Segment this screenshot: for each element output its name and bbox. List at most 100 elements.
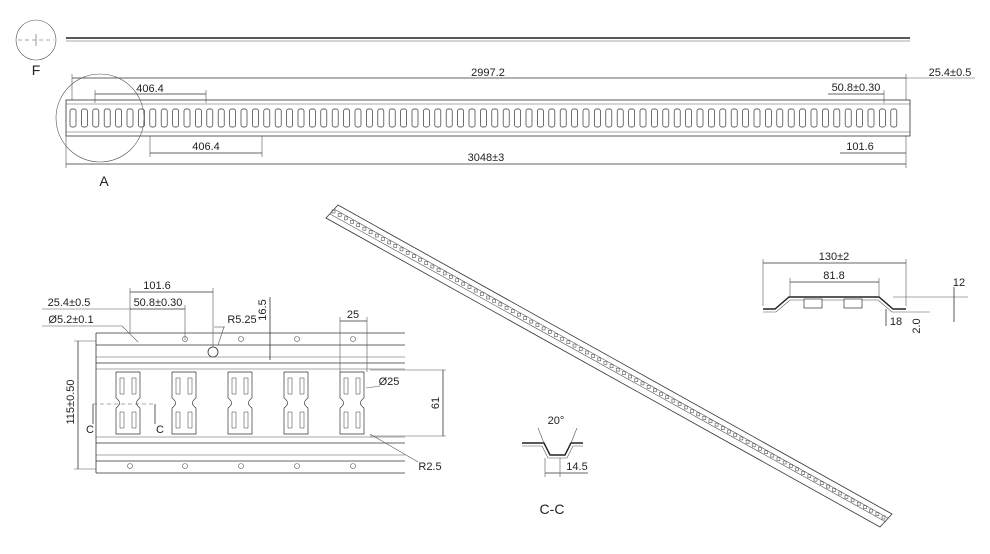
- iso-slot: [442, 271, 447, 276]
- dim-detail-end-offset: 25.4±0.5: [48, 297, 91, 309]
- iso-slot: [381, 237, 385, 241]
- rail-slot: [286, 108, 293, 128]
- dim-hole-pitch-top: 50.8±0.30: [832, 82, 881, 94]
- fastener-hole: [294, 336, 300, 342]
- rail-slot: [537, 108, 544, 128]
- rail-slot: [138, 108, 145, 128]
- iso-slot: [646, 385, 651, 389]
- rail-slot: [673, 108, 681, 128]
- iso-slot: [399, 247, 404, 252]
- dim-pitch-bottom: 406.4: [192, 141, 220, 153]
- iso-slot: [640, 381, 645, 386]
- iso-slot: [424, 261, 428, 265]
- detail-slot: [227, 371, 253, 435]
- iso-slot: [751, 443, 756, 448]
- rail-isometric: [325, 204, 893, 528]
- rail-slot: [366, 108, 373, 128]
- rail-slot: [594, 108, 601, 128]
- dim-profile-flange: 18: [890, 316, 902, 328]
- rail-slot: [331, 108, 339, 128]
- dim-overall-inner: 2997.2: [471, 67, 505, 79]
- iso-slot: [677, 402, 682, 406]
- rail-slot: [559, 108, 567, 128]
- rail-slot: [856, 108, 863, 128]
- iso-slot: [504, 305, 509, 310]
- iso-slot: [591, 354, 595, 358]
- rail-slot: [514, 108, 521, 128]
- iso-slot: [758, 446, 762, 451]
- rail-slot: [730, 108, 738, 128]
- iso-slot: [764, 450, 768, 454]
- fastener-holes: [127, 336, 356, 469]
- isometric-slots: [331, 209, 886, 520]
- dim-profile-thickness: 2.0: [911, 318, 923, 333]
- dim-slot-width: 25: [347, 309, 359, 321]
- rail-slot: [742, 108, 749, 128]
- iso-slot: [523, 316, 527, 320]
- iso-slot: [856, 501, 861, 506]
- iso-slot: [733, 433, 737, 437]
- iso-slot: [739, 436, 744, 441]
- iso-slot: [362, 226, 367, 231]
- detail-slot: [283, 371, 309, 435]
- dim-section-angle: 20°: [548, 415, 565, 427]
- end-profile: 130±2 81.8 12 18 2.0: [762, 251, 968, 334]
- fastener-hole: [350, 463, 356, 469]
- rail-slot: [480, 108, 487, 128]
- dim-pitch-top: 406.4: [136, 83, 164, 95]
- rail-slot: [651, 108, 658, 128]
- view-f: F: [15, 19, 910, 78]
- iso-slot: [653, 388, 657, 393]
- iso-slot: [838, 491, 843, 496]
- section-mark-left: C: [86, 424, 94, 436]
- rail-slot: [502, 108, 510, 128]
- rail-slot: [160, 108, 168, 128]
- rail-slot: [525, 108, 533, 128]
- rail-slot: [833, 108, 841, 128]
- rail-slot: [445, 108, 453, 128]
- dim-end-length-top: 101.6: [846, 141, 874, 153]
- iso-slot: [597, 357, 602, 362]
- rail-slot: [354, 108, 362, 128]
- rail-slot: [799, 108, 806, 128]
- iso-slot: [813, 477, 818, 482]
- detail-a-label: A: [99, 173, 109, 189]
- iso-slot: [473, 288, 478, 293]
- iso-slot: [881, 515, 886, 520]
- dim-slot-height: 61: [430, 397, 442, 409]
- dim-overall: 3048±3: [468, 152, 505, 164]
- rail-slot: [81, 108, 88, 128]
- rail-slot: [696, 108, 704, 128]
- rail-slot: [867, 108, 875, 128]
- dim-slot-diameter: Ø25: [379, 376, 400, 388]
- profile-slot-right: [843, 298, 863, 309]
- rail-slot: [548, 108, 556, 128]
- detail-slots: [115, 371, 365, 435]
- rail-slot: [217, 108, 225, 128]
- rail-slot: [206, 108, 214, 128]
- rail-slot: [377, 108, 385, 128]
- profile-slot-left: [803, 298, 823, 309]
- rail-slot: [309, 108, 316, 128]
- iso-slot: [572, 343, 577, 348]
- iso-slot: [659, 391, 663, 396]
- rail-slot: [388, 108, 396, 128]
- iso-slot: [517, 312, 521, 317]
- iso-slot: [850, 498, 855, 503]
- iso-slot: [480, 292, 484, 296]
- iso-slot: [832, 488, 836, 492]
- rail-slot: [662, 108, 670, 128]
- detail-slot: [171, 371, 197, 435]
- view-f-label: F: [32, 62, 41, 78]
- fastener-hole: [127, 463, 133, 469]
- rail-slot: [115, 108, 122, 128]
- iso-slot: [393, 244, 398, 248]
- iso-slot: [412, 254, 416, 258]
- iso-slot: [585, 350, 589, 355]
- fastener-hole: [294, 463, 300, 469]
- rail-slot: [320, 108, 328, 128]
- rail-slot: [810, 108, 818, 128]
- rail-slot: [776, 108, 784, 128]
- iso-slot: [566, 340, 571, 344]
